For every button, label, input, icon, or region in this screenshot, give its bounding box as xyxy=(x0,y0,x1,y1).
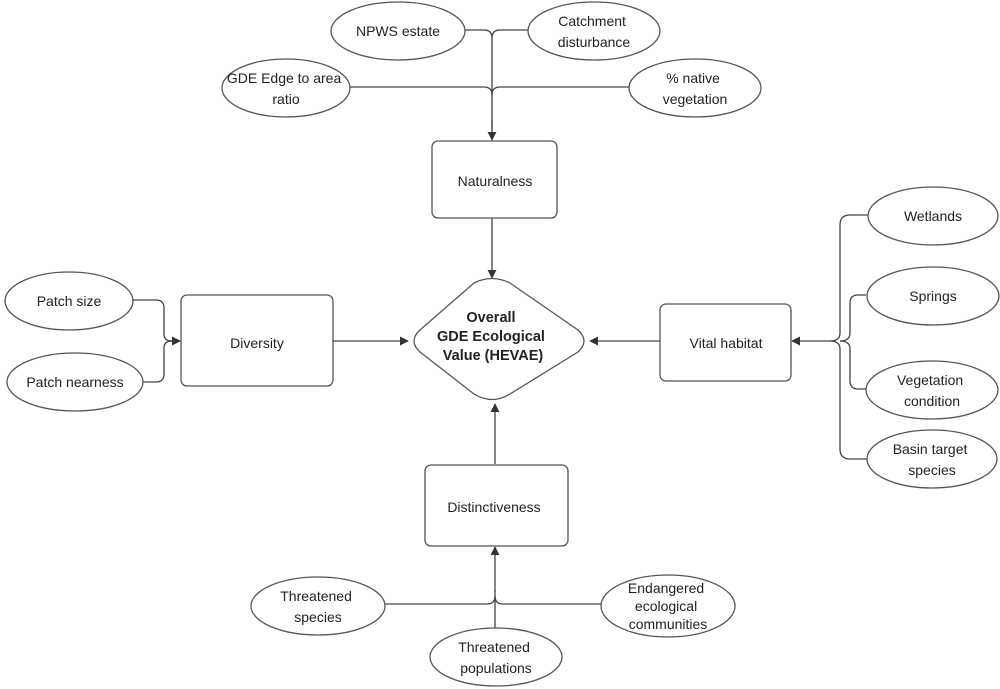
vital-habitat-label: Vital habitat xyxy=(690,335,763,351)
connector-patch-nearness xyxy=(143,340,173,383)
native-vegetation-node: % native vegetation xyxy=(628,58,762,118)
vital-habitat-node: Vital habitat xyxy=(659,303,792,382)
naturalness-node: Naturalness xyxy=(431,140,558,219)
springs-label: Springs xyxy=(909,288,956,304)
connector-patch-size xyxy=(133,299,173,342)
vegetation-condition-node: Vegetation condition xyxy=(865,360,999,420)
connector-springs xyxy=(839,294,866,342)
gde-edge-ratio-label: GDE Edge to area ratio xyxy=(227,70,345,107)
connector-npws-estate xyxy=(465,29,493,130)
catchment-disturbance-label: Catchment disturbance xyxy=(558,13,631,50)
patch-size-label: Patch size xyxy=(37,293,102,309)
springs-node: Springs xyxy=(866,266,1000,326)
naturalness-label: Naturalness xyxy=(458,173,533,189)
diversity-node: Diversity xyxy=(180,294,334,387)
diversity-label: Diversity xyxy=(230,335,284,351)
npws-estate-label: NPWS estate xyxy=(356,23,440,39)
npws-estate-node: NPWS estate xyxy=(330,1,466,61)
connector-endangered-communities xyxy=(494,595,602,605)
connector-wetlands xyxy=(829,214,868,342)
endangered-communities-label: Endangered ecological communities xyxy=(628,580,708,632)
catchment-disturbance-node: Catchment disturbance xyxy=(527,1,661,61)
patch-size-node: Patch size xyxy=(4,271,134,331)
wetlands-label: Wetlands xyxy=(904,208,962,224)
native-vegetation-label: % native vegetation xyxy=(663,70,728,107)
connector-threatened-species xyxy=(385,595,496,605)
wetlands-node: Wetlands xyxy=(867,186,999,246)
threatened-populations-label: Threatened populations xyxy=(458,639,534,676)
overall-label: Overall GDE Ecological Value (HEVAE) xyxy=(437,310,549,364)
gde-edge-ratio-node: GDE Edge to area ratio xyxy=(221,58,351,118)
threatened-species-node: Threatened species xyxy=(250,576,386,636)
connectors xyxy=(133,29,868,630)
overall-node: Overall GDE Ecological Value (HEVAE) xyxy=(413,277,585,401)
basin-target-species-node: Basin target species xyxy=(866,429,998,489)
basin-target-species-label: Basin target species xyxy=(893,441,972,478)
endangered-communities-node: Endangered ecological communities xyxy=(600,574,736,638)
connector-catchment-disturbance xyxy=(491,29,528,39)
connector-basin-target-species xyxy=(829,340,868,460)
distinctiveness-label: Distinctiveness xyxy=(447,499,540,515)
patch-nearness-label: Patch nearness xyxy=(26,374,123,390)
distinctiveness-node: Distinctiveness xyxy=(424,464,569,547)
threatened-populations-node: Threatened populations xyxy=(429,627,563,687)
connector-vegetation-condition xyxy=(839,340,866,390)
vegetation-condition-label: Vegetation condition xyxy=(897,372,967,409)
patch-nearness-node: Patch nearness xyxy=(6,352,144,412)
connector-native-vegetation xyxy=(491,86,630,96)
connector-gde-edge-ratio xyxy=(350,86,493,96)
threatened-species-label: Threatened species xyxy=(280,588,356,625)
